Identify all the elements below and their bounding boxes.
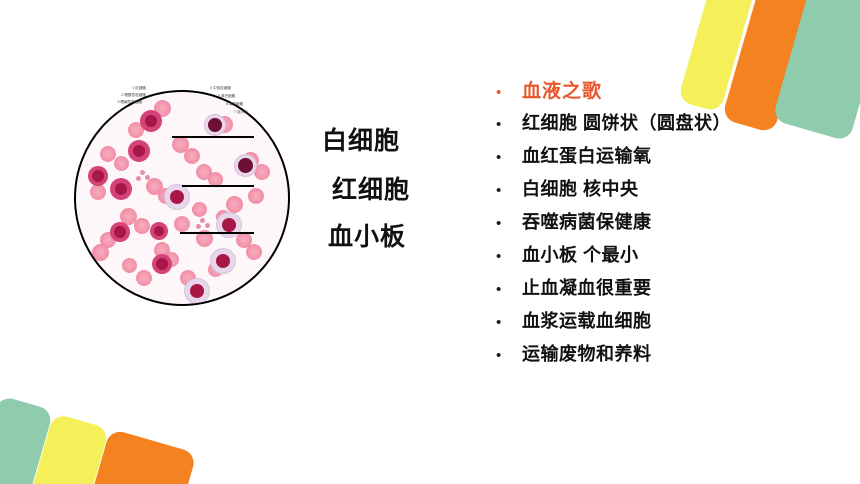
- list-item-text: 血小板 个最小: [522, 245, 639, 265]
- list-item-title: • 血液之歌: [496, 76, 846, 109]
- legend-left-item-3: 3 嗜碱性粒细胞: [117, 100, 142, 104]
- list-item-text: 血红蛋白运输氧: [522, 146, 652, 166]
- callout-label-white-blood-cell: 白细胞: [322, 127, 401, 155]
- list-item: • 血红蛋白运输氧: [496, 142, 846, 175]
- callout-label-red-blood-cell: 红细胞: [332, 176, 411, 204]
- decoration-bottom-left-teal: [0, 395, 54, 484]
- bullet-icon: •: [496, 347, 502, 364]
- list-item: • 止血凝血很重要: [496, 274, 846, 307]
- bullet-icon: •: [496, 248, 502, 265]
- smear-circle: [74, 90, 290, 306]
- list-item-text: 红细胞 圆饼状（圆盘状）: [522, 113, 731, 133]
- list-item-text: 止血凝血很重要: [522, 278, 652, 298]
- bullet-icon: •: [496, 314, 502, 331]
- leader-line-white-cell: [172, 136, 254, 138]
- bullet-icon: •: [496, 149, 502, 166]
- legend-left-item-1: 1 红细胞: [132, 86, 146, 90]
- bullet-icon: •: [496, 215, 502, 232]
- content-list: • 血液之歌 • 红细胞 圆饼状（圆盘状） • 血红蛋白运输氧 • 白细胞 核中…: [496, 76, 846, 373]
- list-item-text: 吞噬病菌保健康: [522, 212, 652, 232]
- list-item-text: 血浆运载血细胞: [522, 311, 652, 331]
- legend-right-item-6: 6 单核细胞: [226, 102, 244, 106]
- list-item: • 血浆运载血细胞: [496, 307, 846, 340]
- legend-left-item-2: 2 嗜酸性粒细胞: [121, 93, 146, 97]
- leader-line-platelet: [180, 232, 254, 234]
- list-item-text: 白细胞 核中央: [522, 179, 639, 199]
- list-item: • 白细胞 核中央: [496, 175, 846, 208]
- legend-right-item-4: 4 中性粒细胞: [210, 86, 231, 90]
- bullet-icon-title: •: [496, 84, 502, 101]
- decoration-bottom-left-yellow: [12, 412, 110, 484]
- bullet-icon: •: [496, 116, 502, 133]
- callout-label-platelet: 血小板: [328, 223, 407, 251]
- legend-right-item-7: 7 血小板: [234, 110, 248, 114]
- list-item: • 运输废物和养料: [496, 340, 846, 373]
- legend-right-item-5: 5 淋巴细胞: [218, 94, 236, 98]
- list-item: • 吞噬病菌保健康: [496, 208, 846, 241]
- blood-smear-figure: 1 红细胞 2 嗜酸性粒细胞 3 嗜碱性粒细胞 4 中性粒细胞 5 淋巴细胞 6…: [60, 76, 300, 316]
- list-item: • 血小板 个最小: [496, 241, 846, 274]
- content-title: 血液之歌: [522, 81, 603, 102]
- list-item-text: 运输废物和养料: [522, 344, 652, 364]
- list-item: • 红细胞 圆饼状（圆盘状）: [496, 109, 846, 142]
- leader-line-red-cell: [182, 185, 254, 187]
- bullet-icon: •: [496, 281, 502, 298]
- bullet-icon: •: [496, 182, 502, 199]
- decoration-bottom-left-orange: [69, 428, 197, 484]
